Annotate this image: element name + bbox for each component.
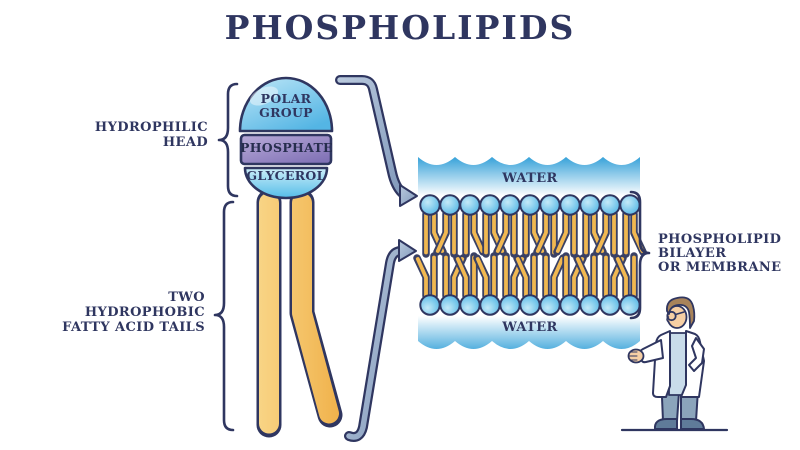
polar-group-dome <box>238 76 334 133</box>
fatty-acid-tail-kinked <box>289 189 343 428</box>
hydrophilic-head-label: HYDROPHILIC HEAD <box>94 120 208 150</box>
shoe-left <box>653 418 678 430</box>
hydrophobic-tails-label: TWO HYDROPHOBIC FATTY ACID TAILS <box>62 290 205 335</box>
water-top-region <box>418 157 640 196</box>
arm-akimbo <box>688 337 705 372</box>
water-top-label: WATER <box>502 171 558 186</box>
bilayer-label: PHOSPHOLIPID BILAYER OR MEMBRANE <box>658 232 782 275</box>
arrow-head-to-bilayer <box>335 75 418 207</box>
phospholipid-molecule <box>238 76 343 438</box>
arrow-tails-to-bilayer <box>344 239 417 442</box>
hand <box>627 348 645 364</box>
glycerol-label: GLYCEROL <box>246 168 326 183</box>
hydrophobic-tails-brace <box>213 200 235 432</box>
bilayer-top-leaflet <box>420 195 643 254</box>
phosphate-label: PHOSPHATE <box>240 140 333 155</box>
shirt <box>668 332 688 396</box>
phosphate-band <box>239 133 333 166</box>
page-title: PHOSPHOLIPIDS <box>224 8 576 47</box>
bilayer-bottom-leaflet <box>417 256 640 315</box>
glasses-icon <box>666 310 685 322</box>
bilayer-brace <box>629 190 651 320</box>
hydrophilic-head-brace <box>217 82 239 198</box>
shoe-right <box>680 418 705 430</box>
polar-group-label: POLAR GROUP <box>259 91 313 120</box>
water-bottom-label: WATER <box>502 320 558 335</box>
scientist-figure <box>620 296 729 432</box>
hair <box>666 296 696 329</box>
water-bottom-region <box>418 316 640 349</box>
glycerol-bowl <box>243 166 329 200</box>
